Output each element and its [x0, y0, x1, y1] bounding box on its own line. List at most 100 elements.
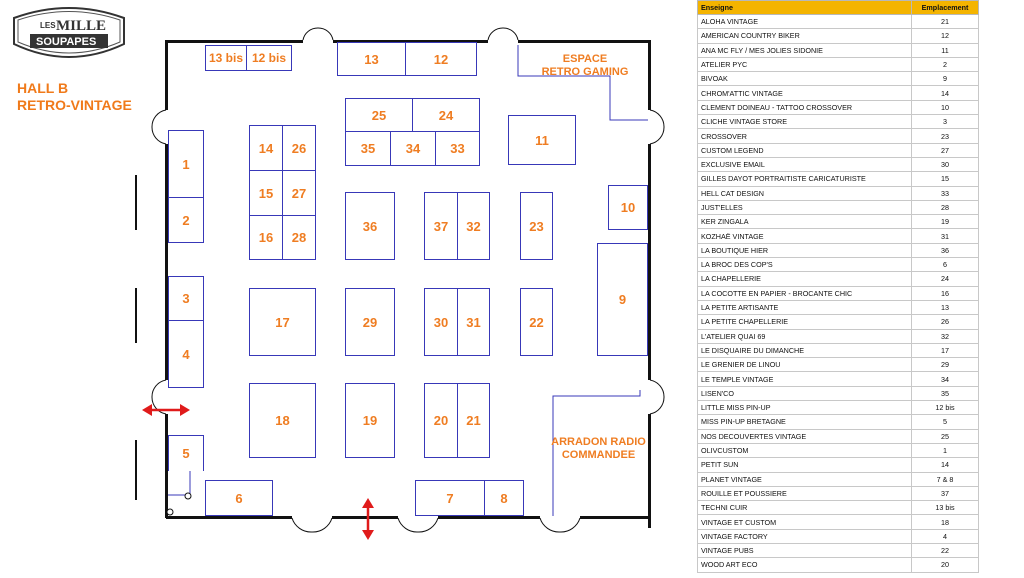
- exhibitor-name: GILLES DAYOT PORTRAITISTE CARICATURISTE: [697, 171, 912, 187]
- wall-left-segment: [135, 175, 137, 230]
- stall-2[interactable]: 2: [168, 197, 204, 243]
- zone-arradon: ARRADON RADIO COMMANDEE: [551, 436, 646, 462]
- exhibitor-name: LE TEMPLE VINTAGE: [697, 371, 912, 387]
- stall-21[interactable]: 21: [457, 383, 490, 458]
- exhibitor-name: PLANET VINTAGE: [697, 471, 912, 487]
- stall-33[interactable]: 33: [435, 131, 480, 166]
- stall-15[interactable]: 15: [249, 170, 283, 216]
- stall-17[interactable]: 17: [249, 288, 316, 356]
- exhibitor-location: 20: [911, 557, 979, 573]
- stall-12bis[interactable]: 12 bis: [246, 45, 292, 71]
- entrance-arrow-left: [142, 404, 190, 416]
- exhibitor-location: 24: [911, 271, 979, 287]
- stall-6[interactable]: 6: [205, 480, 273, 516]
- exhibitor-name: BIVOAK: [697, 71, 912, 87]
- exhibitor-name: JUST'ELLES: [697, 199, 912, 216]
- stall-10[interactable]: 10: [608, 185, 648, 230]
- stall-32[interactable]: 32: [457, 192, 490, 260]
- exhibitor-name: LA PETITE CHAPELLERIE: [697, 314, 912, 330]
- stall-28[interactable]: 28: [282, 215, 316, 260]
- exhibitor-location: 30: [911, 156, 979, 173]
- exhibitor-name: LA COCOTTE EN PAPIER - BROCANTE CHIC: [697, 285, 912, 301]
- exhibitor-name: LE GRENIER DE LINOU: [697, 357, 912, 373]
- wall-left: [165, 40, 168, 518]
- exhibitor-name: AMERICAN COUNTRY BIKER: [697, 28, 912, 44]
- zone-arradon-line2: COMMANDEE: [561, 449, 636, 461]
- exhibitor-location: 28: [911, 199, 979, 216]
- stall-27[interactable]: 27: [282, 170, 316, 216]
- exhibitor-location: 3: [911, 114, 979, 130]
- stall-1[interactable]: 1: [168, 130, 204, 198]
- stall-25[interactable]: 25: [345, 98, 413, 132]
- exhibitor-location: 34: [911, 371, 979, 387]
- exhibitor-name: LA PETITE ARTISANTE: [697, 299, 912, 316]
- zone-retro-gaming: ESPACE RETRO GAMING: [540, 53, 630, 79]
- stall-37[interactable]: 37: [424, 192, 458, 260]
- exhibitor-location: 5: [911, 414, 979, 430]
- header-enseigne: Enseigne: [697, 0, 912, 15]
- stall-11[interactable]: 11: [508, 115, 576, 165]
- stall-16[interactable]: 16: [249, 215, 283, 260]
- logo-middle-text: MILLE: [56, 18, 106, 34]
- exhibitor-location: 35: [911, 385, 979, 402]
- stall-8[interactable]: 8: [484, 480, 524, 516]
- stall-13bis[interactable]: 13 bis: [205, 45, 247, 71]
- stall-4[interactable]: 4: [168, 320, 204, 388]
- stall-29[interactable]: 29: [345, 288, 395, 356]
- exhibitor-name: LE DISQUAIRE DU DIMANCHE: [697, 342, 912, 359]
- stall-30[interactable]: 30: [424, 288, 458, 356]
- stall-24[interactable]: 24: [412, 98, 480, 132]
- stall-18[interactable]: 18: [249, 383, 316, 458]
- stall-9[interactable]: 9: [597, 243, 648, 356]
- stall-5[interactable]: 5: [168, 435, 204, 471]
- stall-34[interactable]: 34: [390, 131, 436, 166]
- exhibitor-name: CLICHE VINTAGE STORE: [697, 114, 912, 130]
- stall-35[interactable]: 35: [345, 131, 391, 166]
- exhibitor-name: OLIVCUSTOM: [697, 442, 912, 459]
- stall-3[interactable]: 3: [168, 276, 204, 321]
- stall-12[interactable]: 12: [405, 42, 477, 76]
- stall-31[interactable]: 31: [457, 288, 490, 356]
- stall-36[interactable]: 36: [345, 192, 395, 260]
- exhibitor-location: 36: [911, 242, 979, 259]
- stall-19[interactable]: 19: [345, 383, 395, 458]
- stall-14[interactable]: 14: [249, 125, 283, 171]
- exhibitor-name: CLEMENT DOINEAU - TATTOO CROSSOVER: [697, 99, 912, 116]
- stall-26[interactable]: 26: [282, 125, 316, 171]
- exhibitor-name: CROSSOVER: [697, 128, 912, 144]
- exhibitor-name: LITTLE MISS PIN-UP: [697, 400, 912, 416]
- stall-7[interactable]: 7: [415, 480, 485, 516]
- stall-22[interactable]: 22: [520, 288, 553, 356]
- table-header-row: Enseigne Emplacement: [697, 0, 979, 15]
- exhibitor-location: 16: [911, 285, 979, 301]
- stall-23[interactable]: 23: [520, 192, 553, 260]
- stall-20[interactable]: 20: [424, 383, 458, 458]
- exhibitor-location: 25: [911, 428, 979, 444]
- exhibitor-name: LA CHAPELLERIE: [697, 271, 912, 287]
- exhibitor-location: 13 bis: [911, 500, 979, 516]
- stall-13[interactable]: 13: [337, 42, 406, 76]
- logo-top-text: LES: [40, 21, 56, 30]
- exhibitor-name: ROUILLE ET POUSSIERE: [697, 485, 912, 502]
- exhibitor-location: 26: [911, 314, 979, 330]
- wall-left-segment-3: [135, 440, 137, 500]
